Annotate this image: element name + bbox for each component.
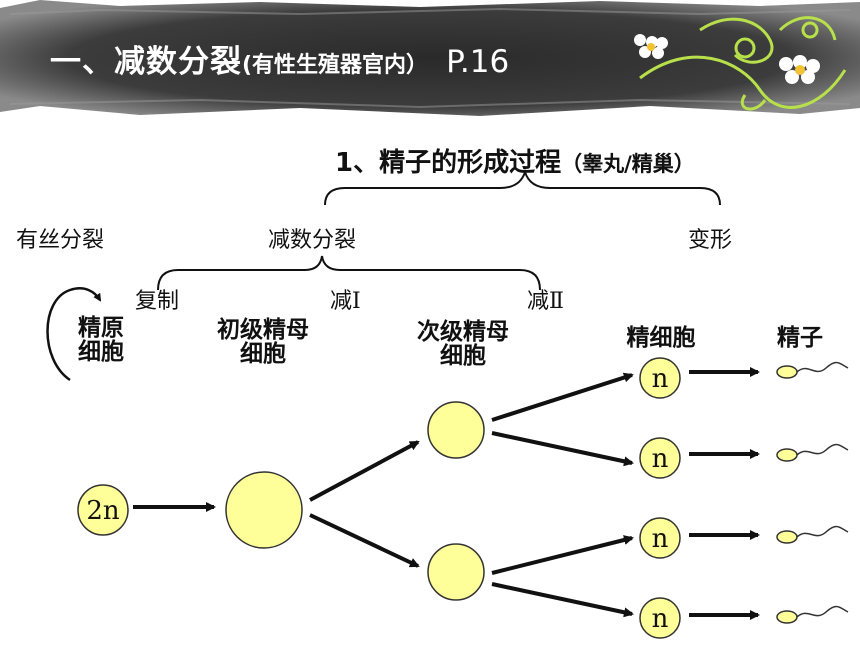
sperm-icon (776, 605, 849, 624)
sperm-icon (776, 361, 849, 379)
spermatogonium-cell (77, 484, 129, 536)
flower-icon (779, 55, 820, 84)
arrow-primary-to-secondary-bottom (309, 513, 420, 568)
label-meiosis: 减数分裂 (268, 228, 357, 253)
arrow-secondary-to-spermatid-4 (491, 582, 634, 618)
stage-primary-line1: 初级精母 (217, 317, 309, 343)
stage-spermatid: 精细胞 (626, 325, 696, 351)
heading-main: 1、精子的形成过程 (335, 148, 562, 178)
stage-primary-spermatocyte: 初级精母 细胞 (198, 318, 328, 366)
section-heading: 1、精子的形成过程（睾丸/精巢） (335, 142, 695, 179)
secondary-spermatocyte-cell-bottom (427, 543, 485, 601)
stage-secondary-spermatocyte: 次级精母 细胞 (398, 320, 528, 368)
label-replication: 复制 (135, 289, 180, 314)
spermatid-cell-2 (639, 437, 681, 479)
cell-label-n-3: n (652, 524, 669, 554)
self-renewal-arrow (46, 287, 102, 382)
stage-sperm: 精子 (777, 325, 823, 351)
arrow-secondary-to-spermatid-2 (491, 431, 634, 467)
label-meiosis-2: 减Ⅱ (527, 289, 564, 314)
brace-top (324, 168, 721, 206)
spermatid-cell-1 (639, 357, 681, 399)
label-meiosis-1: 减Ⅰ (330, 289, 361, 314)
cell-label-n-2: n (652, 444, 669, 474)
stage-secondary-line2: 细胞 (440, 343, 486, 369)
stage-spermatogonium: 精原 细胞 (70, 316, 132, 364)
stage-primary-line2: 细胞 (240, 341, 286, 367)
label-deformation: 变形 (688, 228, 733, 253)
cell-label-n-1: n (652, 364, 669, 394)
stage-secondary-line1: 次级精母 (417, 319, 509, 345)
page-title: 一、减数分裂(有性生殖器官内） P.16 (50, 36, 509, 81)
cell-label-n-4: n (652, 604, 669, 634)
heading-sub: （睾丸/精巢） (561, 152, 695, 176)
title-sub: (有性生殖器官内） (242, 53, 429, 78)
title-main: 一、减数分裂 (50, 44, 242, 80)
title-page: P.16 (446, 44, 510, 80)
brace-meiosis (157, 255, 541, 291)
stage-spermatogonium-line2: 细胞 (78, 339, 124, 365)
sperm-icon (776, 525, 849, 544)
arrow-secondary-to-spermatid-1 (491, 372, 634, 422)
stage-spermatogonium-line1: 精原 (78, 315, 124, 341)
primary-spermatocyte-cell (225, 471, 303, 549)
spermatid-cell-3 (639, 517, 681, 559)
cell-label-2n: 2n (86, 496, 120, 526)
label-mitosis: 有丝分裂 (16, 228, 105, 253)
spermatid-cell-4 (639, 597, 681, 639)
vine-decoration (639, 16, 847, 111)
flower-icon (634, 34, 668, 59)
secondary-spermatocyte-cell-top (427, 401, 485, 459)
arrow-primary-to-secondary-top (309, 440, 420, 502)
sperm-icon (776, 443, 849, 462)
arrow-secondary-to-spermatid-3 (491, 535, 634, 575)
title-banner (0, 0, 860, 116)
